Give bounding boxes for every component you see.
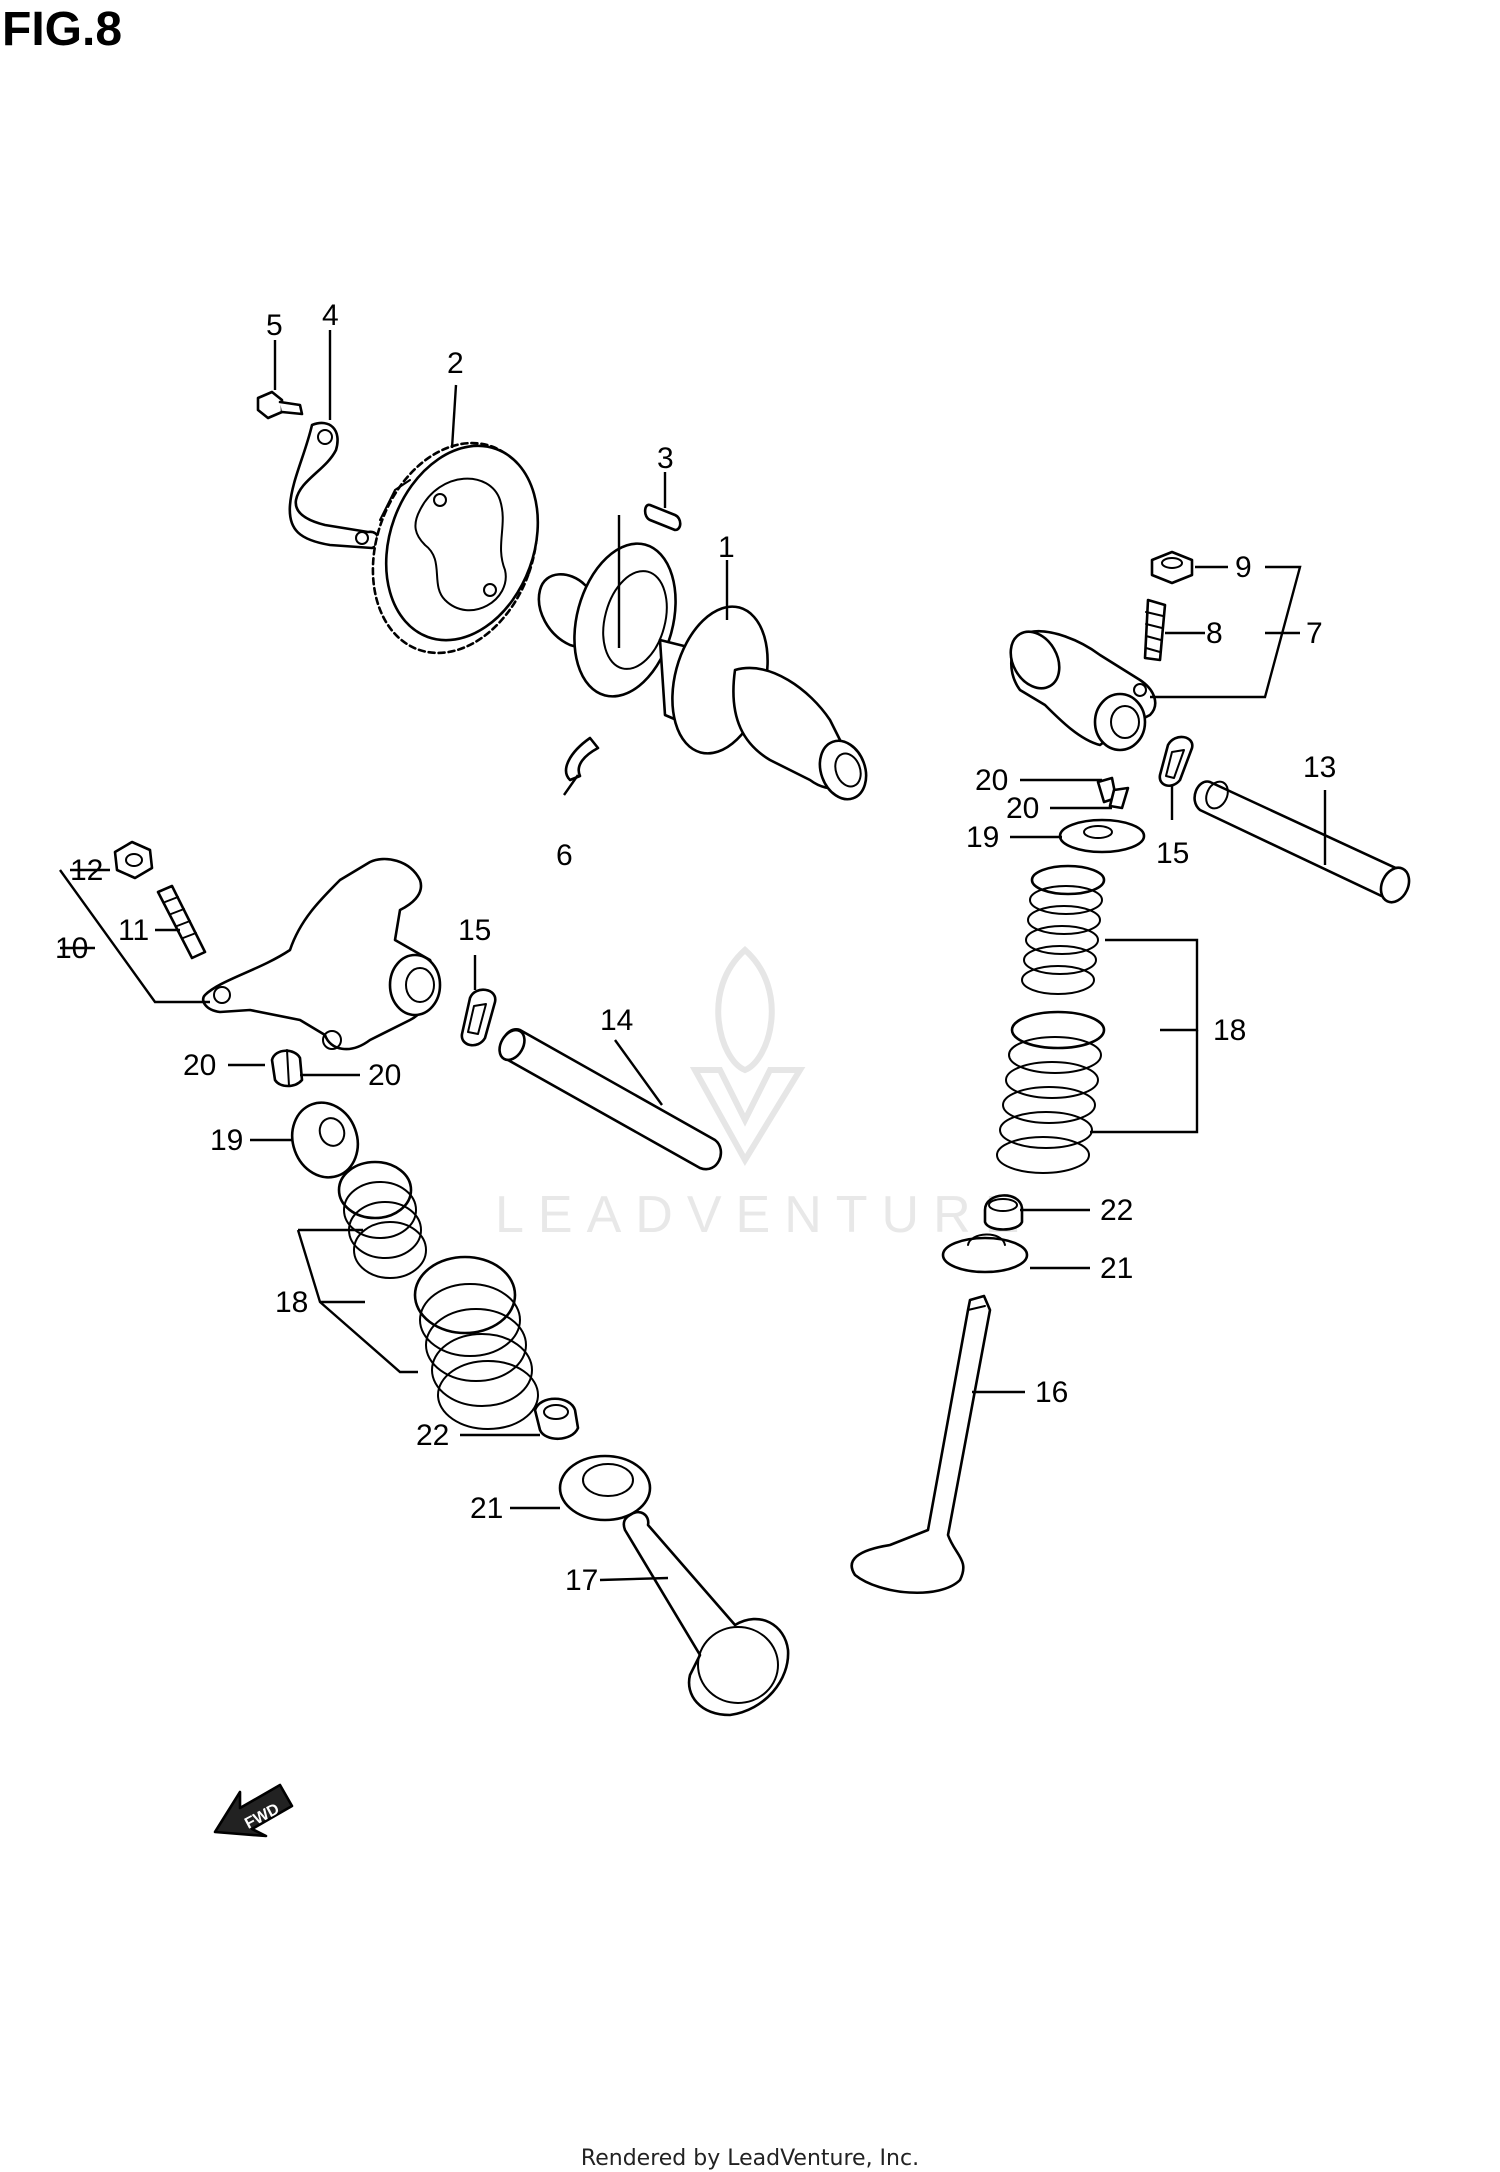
callout-18-left: 18 bbox=[275, 1286, 308, 1319]
callout-6: 6 bbox=[556, 839, 573, 872]
callout-5: 5 bbox=[266, 309, 283, 342]
callout-15-right: 15 bbox=[1156, 837, 1189, 870]
callout-3: 3 bbox=[657, 442, 674, 475]
callout-4: 4 bbox=[322, 299, 339, 332]
callout-11: 11 bbox=[118, 914, 149, 947]
camshaft-part-1 bbox=[537, 542, 868, 801]
rocker-arm-part-10 bbox=[201, 857, 442, 1051]
callout-19-left: 19 bbox=[210, 1124, 243, 1157]
o-ring-part-15-left bbox=[460, 988, 497, 1047]
callout-1: 1 bbox=[718, 531, 735, 564]
lock-nut-part-9 bbox=[1150, 550, 1194, 585]
spring-retainer-part-19-right bbox=[1058, 818, 1146, 854]
callout-14: 14 bbox=[600, 1004, 633, 1037]
o-ring-part-15-right bbox=[1158, 735, 1194, 788]
callout-22-left: 22 bbox=[416, 1419, 449, 1452]
exhaust-valve-part-17 bbox=[622, 1510, 790, 1717]
callout-17: 17 bbox=[565, 1564, 598, 1597]
pin-part-3 bbox=[643, 503, 682, 532]
footer-credit: Rendered by LeadVenture, Inc. bbox=[580, 2146, 920, 2171]
callout-21-left: 21 bbox=[470, 1492, 503, 1525]
callout-9: 9 bbox=[1235, 551, 1252, 584]
spring-seat-part-21-right bbox=[941, 1233, 1029, 1274]
callout-19-right: 19 bbox=[966, 821, 999, 854]
valve-spring-outer-part-18-right bbox=[996, 1010, 1106, 1174]
callout-15-left: 15 bbox=[458, 914, 491, 947]
watermark-text: LEADVENTURE bbox=[495, 1186, 1033, 1244]
rocker-shaft-part-13 bbox=[1193, 780, 1411, 904]
cotter-part-20-right bbox=[1096, 776, 1130, 810]
valve-spring-inner-part-18-right bbox=[1021, 864, 1106, 995]
callout-20-left-a: 20 bbox=[183, 1049, 216, 1082]
intake-valve-part-16 bbox=[850, 1294, 992, 1595]
camshaft-stopper-part-4 bbox=[288, 421, 380, 550]
callout-21-right: 21 bbox=[1100, 1252, 1133, 1285]
callout-20-right-upper: 20 bbox=[975, 764, 1008, 797]
callout-22-right: 22 bbox=[1100, 1194, 1133, 1227]
callout-20-right-lower: 20 bbox=[1006, 792, 1039, 825]
bolt-part-5 bbox=[256, 390, 304, 420]
fwd-arrow-icon: FWD bbox=[213, 1783, 294, 1838]
callout-16: 16 bbox=[1035, 1376, 1068, 1409]
callout-12: 12 bbox=[70, 854, 103, 887]
callout-7: 7 bbox=[1306, 617, 1323, 650]
callout-10: 10 bbox=[55, 932, 88, 965]
rocker-shaft-part-14 bbox=[498, 1028, 723, 1171]
spring-retainer-part-19-left bbox=[290, 1101, 360, 1179]
clip-part-6 bbox=[564, 736, 600, 782]
figure-title: FIG.8 bbox=[2, 3, 123, 56]
callout-20-left-b: 20 bbox=[368, 1059, 401, 1092]
callout-8: 8 bbox=[1206, 617, 1223, 650]
cam-sprocket-part-2 bbox=[371, 441, 540, 655]
callout-numbers: 5 4 2 3 1 6 9 8 7 13 20 20 19 15 18 22 2… bbox=[55, 299, 1336, 1597]
leader-lines bbox=[59, 330, 1327, 1582]
watermark-logo: LEADVENTURE bbox=[495, 945, 1033, 1244]
lock-nut-part-12 bbox=[113, 840, 154, 880]
valve-spring-inner-part-18-left bbox=[337, 1160, 427, 1279]
oil-seal-part-22-left bbox=[533, 1397, 580, 1441]
callout-13: 13 bbox=[1303, 751, 1336, 784]
adjusting-screw-part-11 bbox=[156, 884, 207, 960]
callout-18-right: 18 bbox=[1213, 1014, 1246, 1047]
spring-seat-part-21-left bbox=[558, 1454, 652, 1522]
adjusting-screw-part-8 bbox=[1143, 598, 1167, 662]
rocker-arm-part-7 bbox=[1009, 629, 1157, 752]
valve-spring-outer-part-18-left bbox=[413, 1255, 539, 1430]
callout-2: 2 bbox=[447, 347, 464, 380]
cotter-part-20-left bbox=[270, 1049, 304, 1088]
oil-seal-part-22-right bbox=[983, 1194, 1024, 1231]
